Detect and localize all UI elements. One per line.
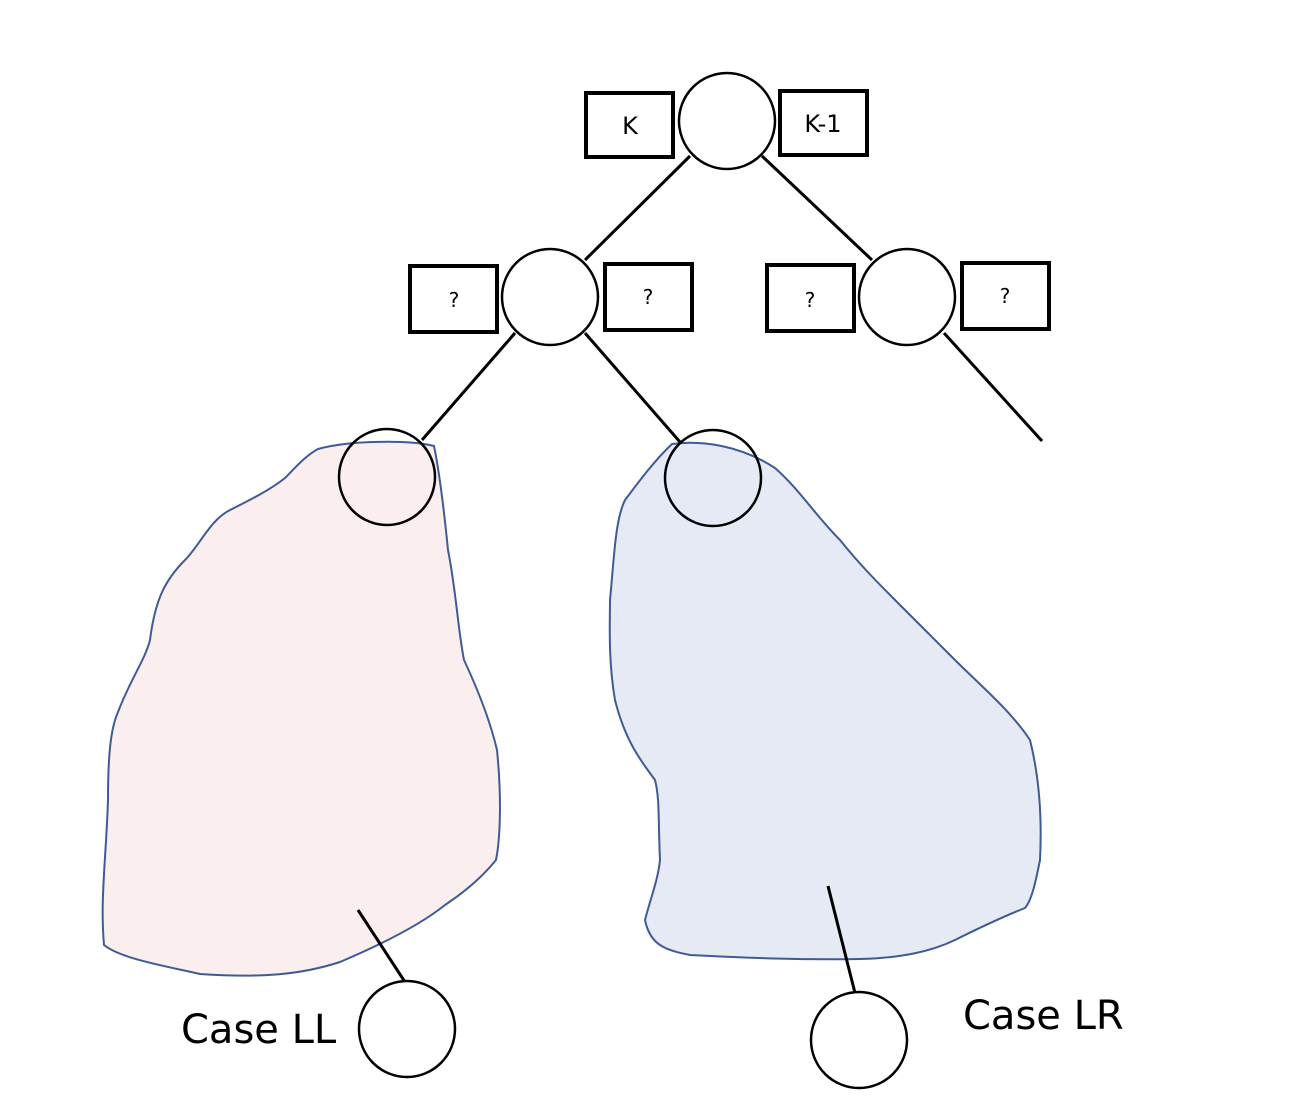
root-left-label-box [584,91,675,159]
left-child-left-label-box [408,264,499,334]
left-child-right-label-box [603,262,694,332]
edge-root-right [760,154,874,262]
edge-root-left [583,154,692,262]
edge-left-lr [583,332,682,443]
case-ll-region [101,440,501,977]
root-left-label: K [622,112,639,140]
ll-node [337,427,437,527]
case-ll-label: Case LL [181,1007,337,1053]
edge-ll-leaf [356,909,407,983]
ll-leaf-node [357,979,457,1079]
left-child-left-label: ? [449,288,460,312]
right-child-right-label-box [960,261,1051,331]
lr-node [663,428,763,528]
root-right-label-box [778,89,869,157]
edge-right-right [942,331,1044,443]
right-child-left-label-box [765,263,856,333]
root-node [677,71,777,171]
case-lr-label: Case LR [963,993,1124,1039]
root-right-label: K-1 [804,110,841,138]
left-child-node [500,247,600,347]
right-child-node [857,247,957,347]
edge-left-ll [420,332,517,441]
left-child-right-label: ? [643,285,654,309]
lr-leaf-node [809,990,909,1090]
edge-lr-leaf [826,885,857,994]
case-lr-region [608,441,1042,961]
right-child-left-label: ? [805,288,816,312]
right-child-right-label: ? [1000,284,1011,308]
